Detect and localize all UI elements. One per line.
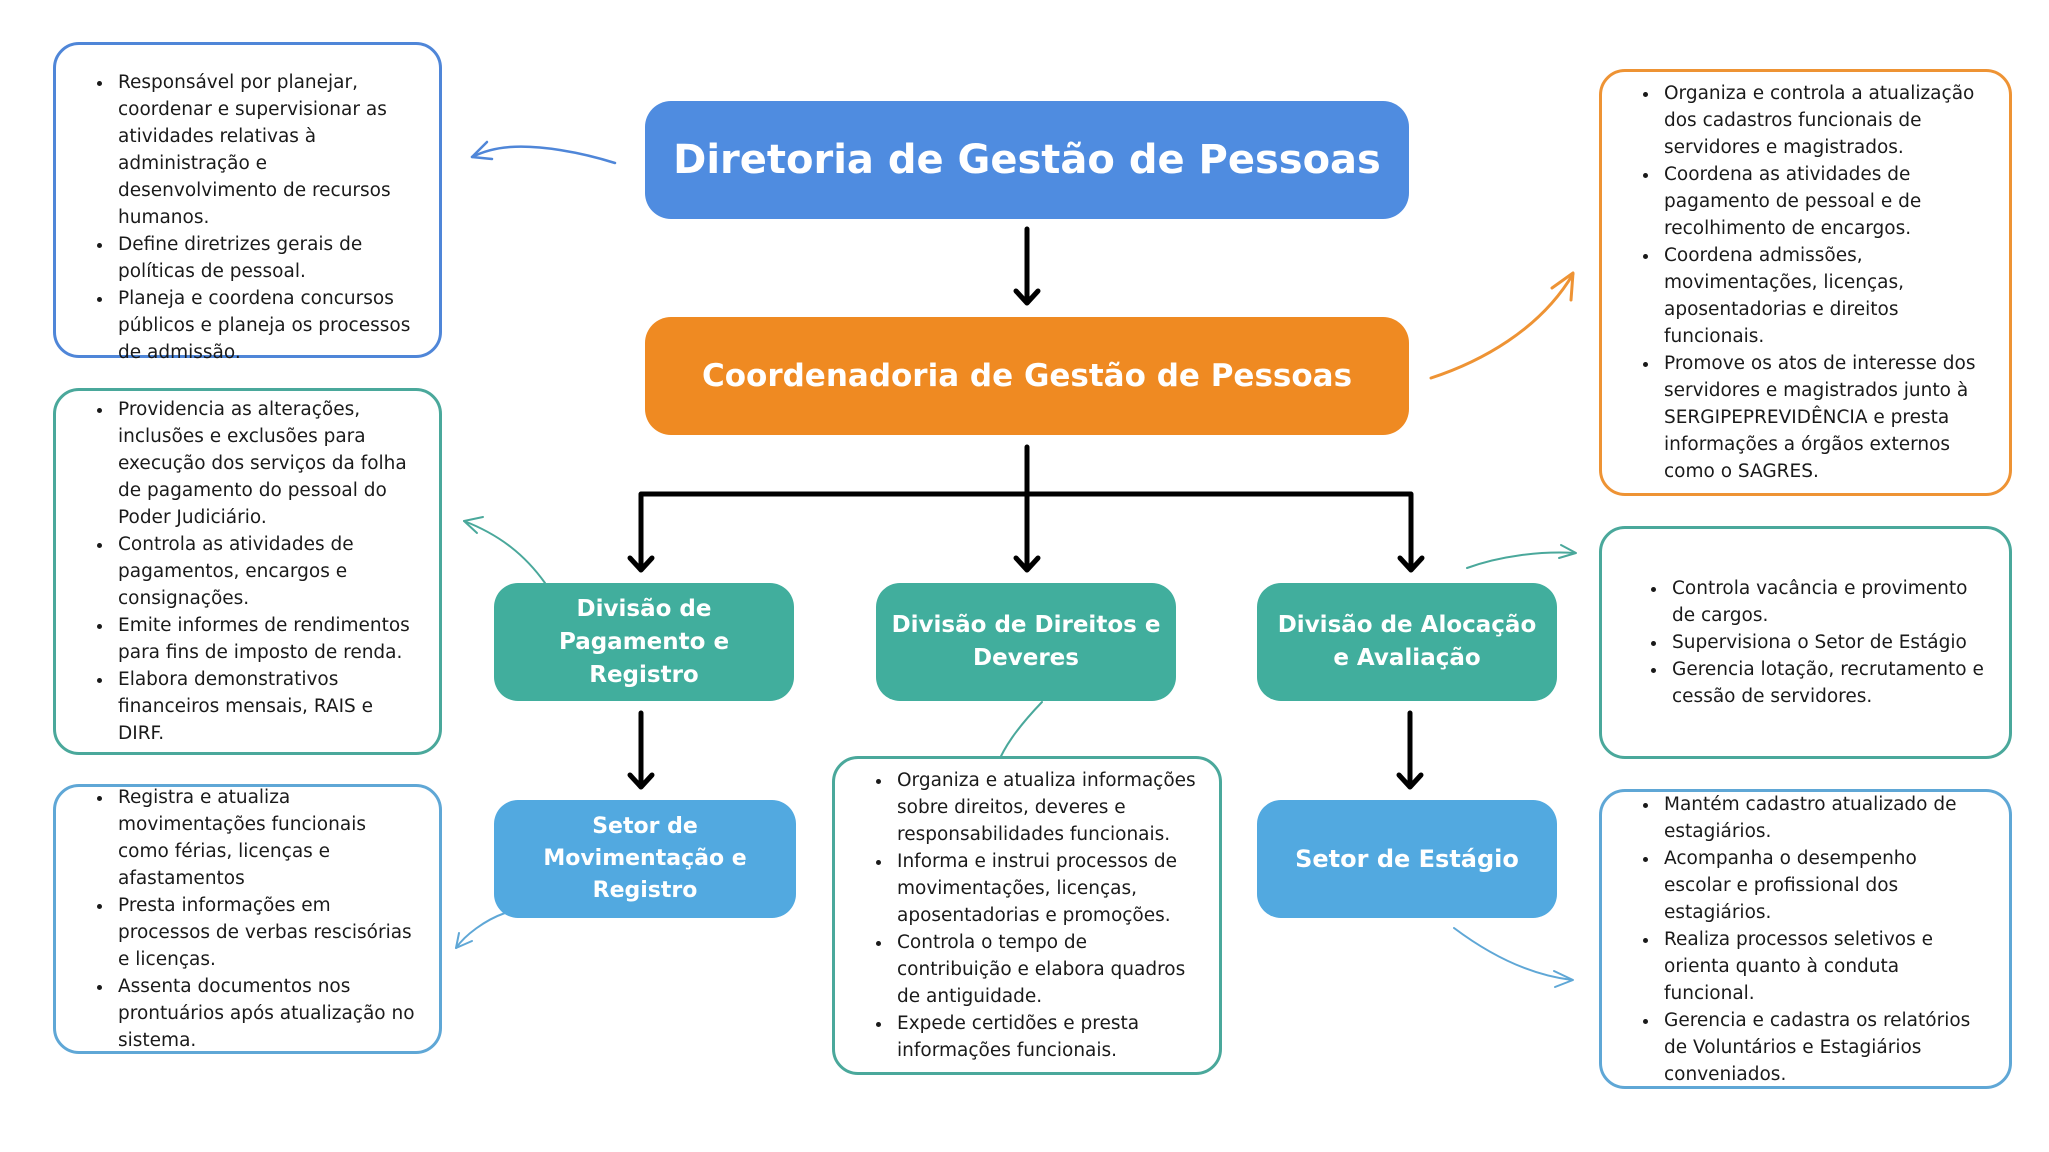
node-div-alocacao-label: Divisão de Alocação e Avaliação — [1277, 612, 1537, 671]
callout-arrow-div-pagamento — [463, 516, 546, 584]
desc-item: Elabora demonstrativos financeiros mensa… — [114, 666, 419, 747]
desc-item: Registra e atualiza movimentações funcio… — [114, 784, 419, 892]
desc-item: Define diretrizes gerais de políticas de… — [114, 231, 419, 285]
callout-arrow-diretoria — [470, 140, 617, 165]
desc-item: Controla as atividades de pagamentos, en… — [114, 531, 419, 612]
desc-list-coordenadoria: Organiza e controla a atualização dos ca… — [1602, 80, 2009, 485]
desc-list-setor-estagio: Mantém cadastro atualizado de estagiário… — [1602, 791, 2009, 1088]
desc-item: Responsável por planejar, coordenar e su… — [114, 69, 419, 231]
desc-item: Emite informes de rendimentos para fins … — [114, 612, 419, 666]
desc-list-diretoria: Responsável por planejar, coordenar e su… — [56, 69, 439, 366]
connector-divpag-setormov — [627, 710, 655, 790]
desc-item: Planeja e coordena concursos públicos e … — [114, 285, 419, 366]
desc-item: Presta informações em processos de verba… — [114, 892, 419, 973]
arrowhead-div-pagamento — [627, 555, 655, 573]
desc-list-setor-movimentacao: Registra e atualiza movimentações funcio… — [56, 784, 439, 1054]
desc-box-setor-estagio: Mantém cadastro atualizado de estagiário… — [1599, 789, 2012, 1089]
desc-box-coordenadoria: Organiza e controla a atualização dos ca… — [1599, 69, 2012, 496]
desc-item: Controla vacância e provimento de cargos… — [1668, 575, 1989, 629]
desc-item: Expede certidões e presta informações fu… — [893, 1010, 1199, 1064]
desc-box-diretoria: Responsável por planejar, coordenar e su… — [53, 42, 442, 363]
node-setor-movimentacao: Setor de Movimentação e Registro — [494, 800, 796, 918]
desc-box-div-pagamento: Providencia as alterações, inclusões e e… — [53, 388, 442, 755]
node-div-alocacao: Divisão de Alocação e Avaliação — [1257, 583, 1557, 701]
arrowhead-div-direitos — [1013, 555, 1041, 573]
desc-item: Promove os atos de interesse dos servido… — [1660, 350, 1989, 485]
callout-arrow-setor-mov — [455, 912, 506, 949]
node-div-direitos: Divisão de Direitos e Deveres — [876, 583, 1176, 701]
desc-list-div-alocacao: Controla vacância e provimento de cargos… — [1602, 575, 2009, 710]
node-diretoria: Diretoria de Gestão de Pessoas — [645, 101, 1409, 219]
desc-box-setor-movimentacao: Registra e atualiza movimentações funcio… — [53, 784, 442, 1054]
desc-item: Mantém cadastro atualizado de estagiário… — [1660, 791, 1989, 845]
node-div-pagamento-label: Divisão de Pagamento e Registro — [558, 595, 730, 688]
desc-box-div-alocacao: Controla vacância e provimento de cargos… — [1599, 526, 2012, 759]
node-div-direitos-label: Divisão de Direitos e Deveres — [891, 612, 1161, 671]
node-coordenadoria-label: Coordenadoria de Gestão de Pessoas — [701, 358, 1353, 394]
desc-item: Realiza processos seletivos e orienta qu… — [1660, 926, 1989, 1007]
desc-item: Supervisiona o Setor de Estágio — [1668, 629, 1989, 656]
arrowhead-div-alocacao — [1397, 555, 1425, 573]
desc-item: Coordena as atividades de pagamento de p… — [1660, 161, 1989, 242]
desc-box-div-direitos: Organiza e atualiza informações sobre di… — [832, 756, 1222, 1075]
desc-item: Providencia as alterações, inclusões e e… — [114, 396, 419, 531]
desc-item: Gerencia e cadastra os relatórios de Vol… — [1660, 1007, 1989, 1088]
node-diretoria-label: Diretoria de Gestão de Pessoas — [673, 137, 1381, 183]
desc-item: Assenta documentos nos prontuários após … — [114, 973, 419, 1054]
node-setor-movimentacao-label: Setor de Movimentação e Registro — [543, 814, 747, 903]
desc-item: Organiza e atualiza informações sobre di… — [893, 767, 1199, 848]
desc-item: Acompanha o desempenho escolar e profiss… — [1660, 845, 1989, 926]
node-coordenadoria: Coordenadoria de Gestão de Pessoas — [645, 317, 1409, 435]
connector-diretoria-coordenadoria — [1013, 226, 1041, 306]
connector-coordenadoria-divisoes — [638, 444, 1414, 572]
callout-arrow-coordenadoria — [1429, 271, 1575, 380]
node-setor-estagio: Setor de Estágio — [1257, 800, 1557, 918]
node-setor-estagio-label: Setor de Estágio — [1295, 845, 1519, 873]
connector-divaloc-setorest — [1396, 710, 1424, 790]
desc-item: Organiza e controla a atualização dos ca… — [1660, 80, 1989, 161]
desc-item: Informa e instrui processos de movimenta… — [893, 848, 1199, 929]
desc-item: Coordena admissões, movimentações, licen… — [1660, 242, 1989, 350]
desc-list-div-pagamento: Providencia as alterações, inclusões e e… — [56, 396, 439, 747]
desc-item: Controla o tempo de contribuição e elabo… — [893, 929, 1199, 1010]
node-div-pagamento: Divisão de Pagamento e Registro — [494, 583, 794, 701]
desc-item: Gerencia lotação, recrutamento e cessão … — [1668, 656, 1989, 710]
callout-arrow-div-alocacao — [1466, 544, 1577, 569]
desc-list-div-direitos: Organiza e atualiza informações sobre di… — [835, 767, 1219, 1064]
callout-arrow-setor-estagio — [1453, 927, 1574, 988]
